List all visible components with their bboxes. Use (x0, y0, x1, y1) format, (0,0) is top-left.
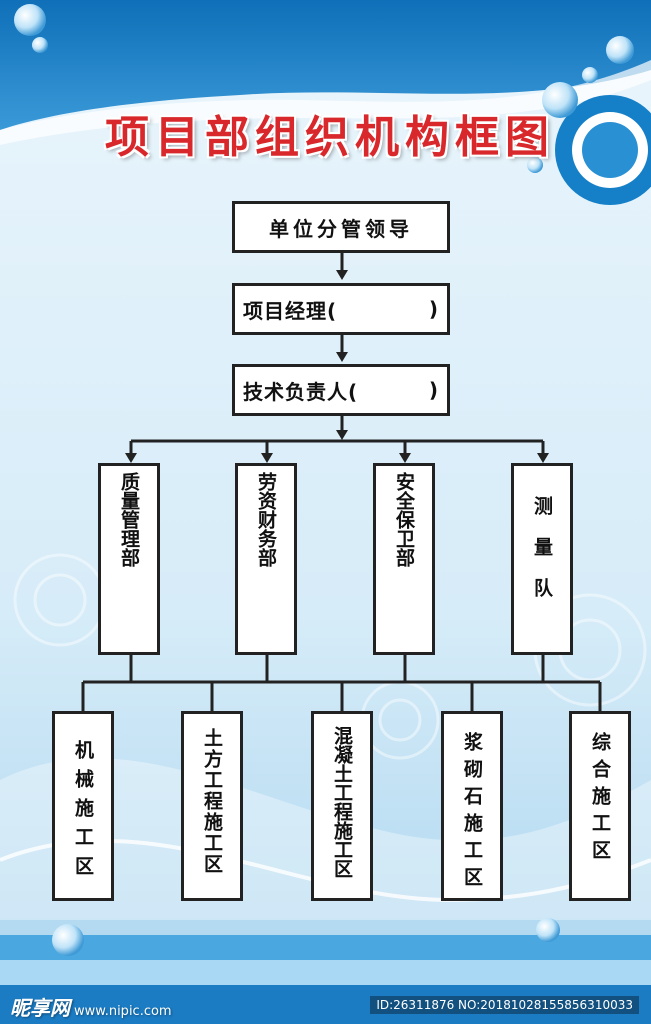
org-area-masonry: 浆砌石施工区 (441, 711, 503, 901)
org-node-technical-lead: 技术负责人( ) (232, 364, 450, 416)
watermark-logo-text: 昵享网 (10, 996, 70, 1020)
watermark-logo: 昵享网 www.nipic.com (10, 992, 172, 1021)
watermark-id: ID:26311876 NO:20181028155856310033 (370, 996, 639, 1014)
org-area-machinery: 机械施工区 (52, 711, 114, 901)
org-node-close-paren: ) (428, 297, 439, 321)
org-node-label: 测量队 (531, 496, 553, 619)
org-dept-labor-finance: 劳资财务部 (235, 463, 297, 655)
org-node-label: 安全保卫部 (393, 472, 415, 567)
org-node-label: 项目经理( (243, 298, 338, 323)
watermark-url: www.nipic.com (74, 1004, 172, 1019)
org-area-earthwork: 土方工程施工区 (181, 711, 243, 901)
org-node-label: 浆砌石施工区 (461, 732, 483, 894)
org-connectors (81, 252, 602, 711)
org-area-general: 综合施工区 (569, 711, 631, 901)
org-node-close-paren: ) (428, 378, 439, 402)
org-node-label: 机械施工区 (72, 740, 94, 885)
org-node-project-manager: 项目经理( ) (232, 283, 450, 335)
page-title: 项目部组织机构框图 (105, 112, 555, 163)
org-area-concrete: 混凝土工程施工区 (311, 711, 373, 901)
org-node-label: 劳资财务部 (255, 472, 277, 567)
org-node-unit-leader: 单位分管领导 (232, 201, 450, 253)
org-node-label: 单位分管领导 (269, 216, 413, 241)
org-node-label: 混凝土工程施工区 (331, 726, 353, 878)
org-node-label: 技术负责人( (243, 379, 359, 404)
arrowheads (125, 270, 549, 463)
org-node-label: 质量管理部 (118, 472, 140, 567)
org-node-label: 土方工程施工区 (201, 728, 223, 875)
org-dept-quality: 质量管理部 (98, 463, 160, 655)
org-dept-survey: 测量队 (511, 463, 573, 655)
org-dept-safety: 安全保卫部 (373, 463, 435, 655)
org-node-label: 综合施工区 (589, 732, 611, 867)
